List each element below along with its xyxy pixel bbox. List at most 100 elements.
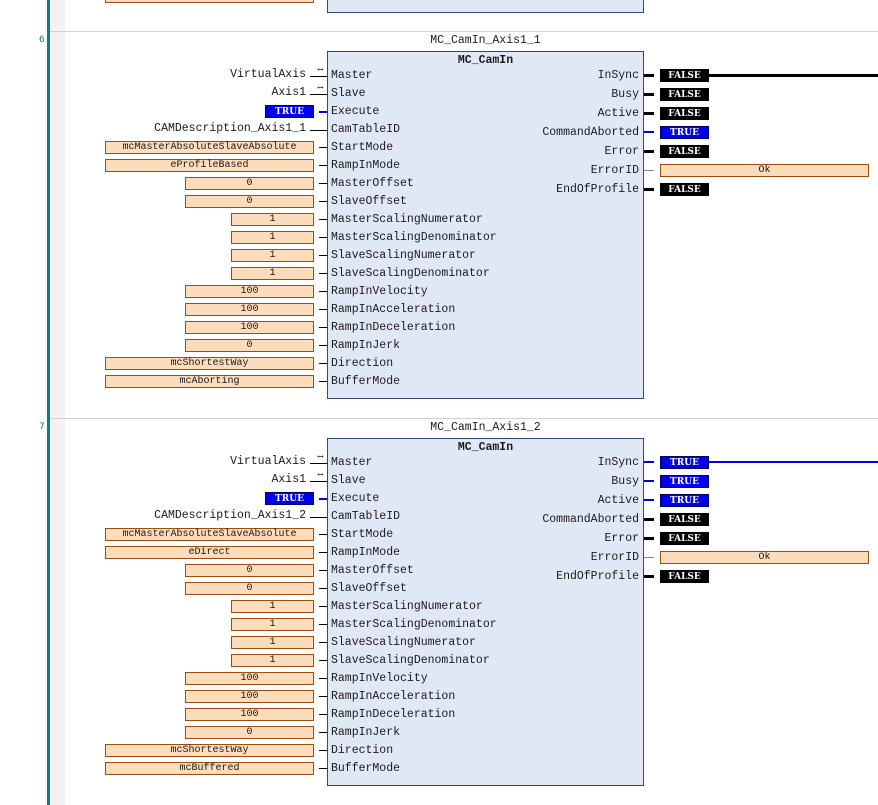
output-pin-commandaborted: CommandAborted [542, 513, 639, 526]
input-value-box[interactable]: 1 [231, 231, 314, 244]
input-wire [319, 147, 327, 148]
output-value-box[interactable]: Ok [660, 164, 869, 177]
input-pin-rampindeceleration: RampInDeceleration [331, 321, 456, 334]
output-bool-value[interactable]: FALSE [660, 107, 709, 120]
output-value-box[interactable]: Ok [660, 551, 869, 564]
input-value-box[interactable]: 100 [185, 303, 314, 316]
output-bool-value[interactable]: TRUE [660, 475, 709, 488]
input-variable[interactable]: CAMDescription_Axis1_2 [154, 509, 306, 522]
input-value-box[interactable]: 100 [185, 708, 314, 721]
input-value-box[interactable]: 1 [231, 600, 314, 613]
input-wire [319, 570, 327, 571]
output-pin-errorid: ErrorID [590, 551, 639, 564]
instance-name[interactable]: MC_CamIn_Axis1_1 [430, 34, 541, 47]
output-wire [644, 518, 654, 521]
input-value-box[interactable]: mcAborting [105, 375, 314, 388]
left-power-rail [47, 0, 50, 805]
input-wire [319, 237, 327, 238]
input-wire [310, 481, 327, 482]
input-wire [319, 255, 327, 256]
block-type-label: MC_CamIn [457, 54, 514, 67]
output-bool-value[interactable]: TRUE [660, 494, 709, 507]
input-wire [319, 696, 327, 697]
input-value-box[interactable]: mcMasterAbsoluteSlaveAbsolute [105, 141, 314, 154]
instance-name[interactable]: MC_CamIn_Axis1_2 [430, 421, 541, 434]
input-value-box[interactable]: 1 [231, 636, 314, 649]
input-value-box[interactable]: 1 [231, 213, 314, 226]
input-value-box[interactable]: 1 [231, 249, 314, 262]
input-value-box[interactable]: mcBuffered [105, 762, 314, 775]
input-wire [319, 534, 327, 535]
output-bool-value[interactable]: FALSE [660, 69, 709, 82]
input-wire [319, 165, 327, 166]
input-wire [319, 183, 327, 184]
input-wire [319, 219, 327, 220]
input-variable[interactable]: Axis1 [271, 473, 306, 486]
input-pin-masterscalingdenominator: MasterScalingDenominator [331, 618, 497, 631]
input-value-box[interactable]: 100 [185, 690, 314, 703]
input-value-box[interactable]: 0 [185, 177, 314, 190]
input-variable[interactable]: VirtualAxis [230, 455, 306, 468]
input-wire [319, 750, 327, 751]
input-wire [319, 678, 327, 679]
output-bool-value[interactable]: FALSE [660, 570, 709, 583]
input-wire [319, 552, 327, 553]
input-value-box[interactable]: eProfileBased [105, 159, 314, 172]
input-value-box[interactable]: 0 [185, 726, 314, 739]
input-pin-slave: Slave [331, 87, 366, 100]
input-wire [319, 327, 327, 328]
input-pin-slavescalingnumerator: SlaveScalingNumerator [331, 249, 476, 262]
input-value-box[interactable]: 0 [185, 564, 314, 577]
input-value-box[interactable]: eDirect [105, 546, 314, 559]
input-pin-master: Master [331, 456, 373, 469]
input-wire [310, 130, 327, 131]
output-bool-value[interactable]: TRUE [660, 126, 709, 139]
input-value-box[interactable]: 0 [185, 195, 314, 208]
input-value-box[interactable]: 0 [185, 582, 314, 595]
output-bool-value[interactable]: FALSE [660, 145, 709, 158]
input-value-box[interactable]: mcMasterAbsoluteSlaveAbsolute [105, 528, 314, 541]
input-pin-master: Master [331, 69, 373, 82]
input-value-box[interactable]: 1 [231, 618, 314, 631]
line-number-gutter [0, 0, 47, 805]
input-value-box[interactable]: mcShortestWay [105, 357, 314, 370]
input-variable[interactable]: Axis1 [271, 86, 306, 99]
input-pin-slaveoffset: SlaveOffset [331, 195, 407, 208]
output-bool-value[interactable]: FALSE [660, 513, 709, 526]
output-pin-error: Error [604, 145, 639, 158]
input-wire [310, 463, 327, 464]
input-value-box[interactable]: 100 [185, 285, 314, 298]
input-value-box[interactable]: 1 [231, 267, 314, 280]
output-pin-active: Active [597, 494, 639, 507]
rung-separator [50, 31, 878, 32]
output-bool-value[interactable]: TRUE [660, 456, 709, 469]
input-wire [319, 624, 327, 625]
input-variable[interactable]: VirtualAxis [230, 68, 306, 81]
output-bool-value[interactable]: FALSE [660, 183, 709, 196]
input-value-box[interactable]: 0 [185, 339, 314, 352]
input-value-box[interactable]: 1 [231, 654, 314, 667]
in-out-arrow-icon: ↔ [317, 452, 324, 461]
output-wire [644, 557, 654, 558]
input-pin-rampinjerk: RampInJerk [331, 726, 401, 739]
previous-rung-function-block[interactable] [327, 0, 644, 13]
input-value-box[interactable]: 100 [185, 321, 314, 334]
input-variable[interactable]: CAMDescription_Axis1_1 [154, 122, 306, 135]
previous-rung-value-box[interactable] [105, 0, 314, 3]
input-value-box[interactable]: 100 [185, 672, 314, 685]
output-bool-value[interactable]: FALSE [660, 88, 709, 101]
input-value-box[interactable]: mcShortestWay [105, 744, 314, 757]
output-wire [644, 150, 654, 153]
output-pin-active: Active [597, 107, 639, 120]
rung-number: 6 [39, 35, 45, 45]
input-bool-value[interactable]: TRUE [265, 105, 314, 118]
input-pin-rampindeceleration: RampInDeceleration [331, 708, 456, 721]
input-wire [319, 363, 327, 364]
input-pin-rampinvelocity: RampInVelocity [331, 285, 428, 298]
output-bool-value[interactable]: FALSE [660, 532, 709, 545]
input-wire [319, 714, 327, 715]
input-bool-value[interactable]: TRUE [265, 492, 314, 505]
input-pin-direction: Direction [331, 744, 394, 757]
